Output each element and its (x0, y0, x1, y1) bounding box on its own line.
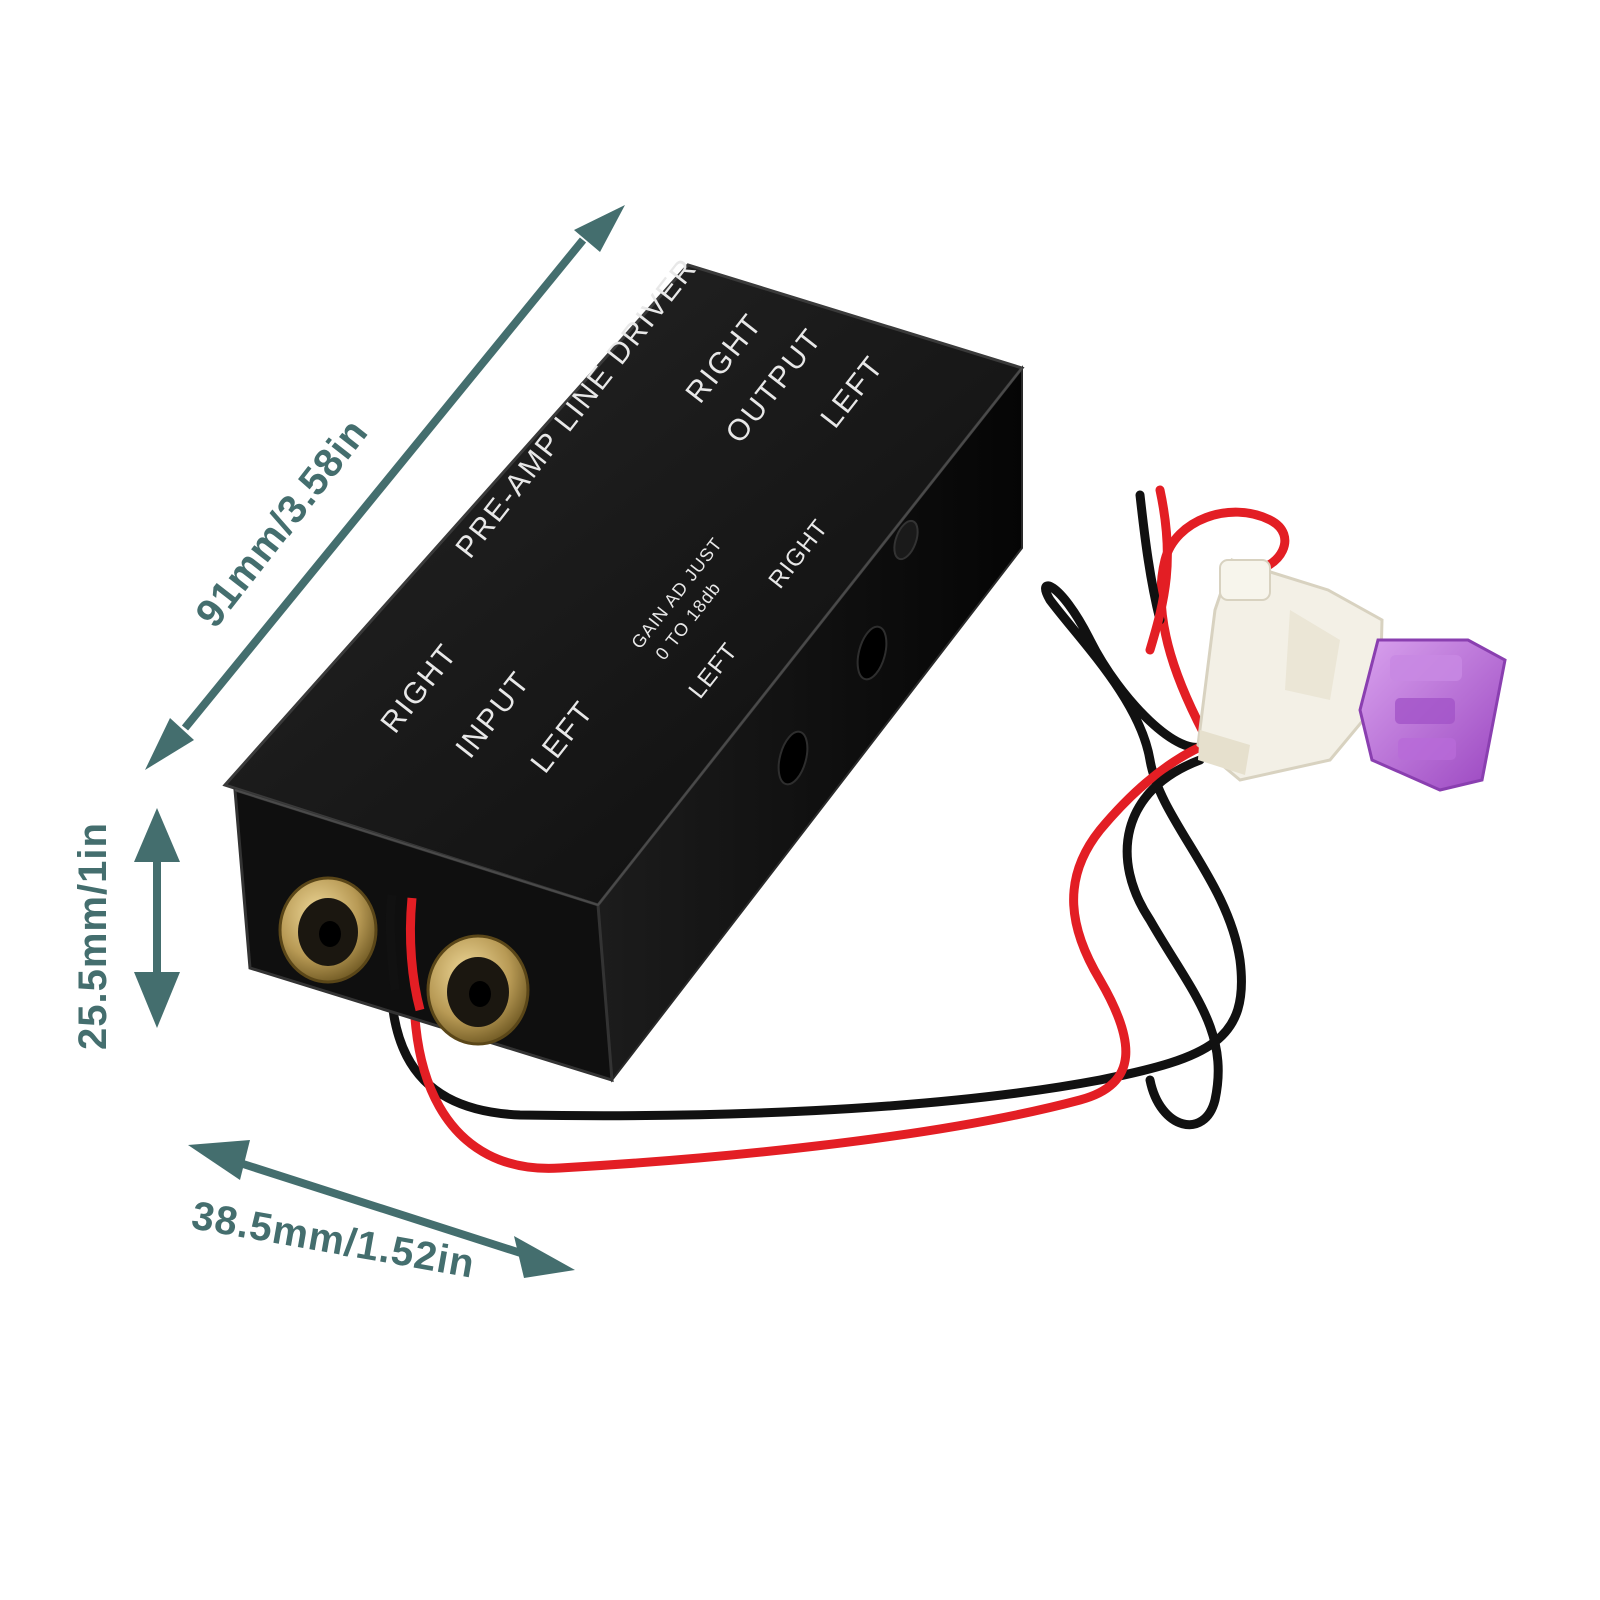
red-wire-tail (1145, 485, 1172, 655)
black-wire (386, 581, 1246, 1121)
fuse-holder (1196, 558, 1384, 782)
double-arrow-icon (145, 718, 194, 770)
rca-jack-icon[interactable] (426, 934, 530, 1046)
double-arrow-icon (134, 808, 180, 862)
double-arrow-icon (188, 1140, 250, 1180)
double-arrow-icon (134, 972, 180, 1028)
line-driver-box: PRE-AMP LINE DRIVER GAIN AD JUST 0 TO 18… (222, 252, 1025, 1083)
gain-right-hole[interactable] (852, 624, 891, 683)
double-arrow-icon (574, 205, 625, 252)
red-wire (409, 730, 1245, 1173)
width-dimension-label: 38.5mm/1.52in (188, 1194, 478, 1287)
height-dimension-arrow (134, 808, 180, 1028)
power-wires (386, 485, 1290, 1173)
double-arrow-icon (514, 1236, 575, 1278)
red-wire-loop (1156, 507, 1290, 750)
blade-fuse-icon (1358, 638, 1507, 792)
black-wire-loop (1122, 755, 1223, 1130)
height-dimension-label: 25.5mm/1in (71, 822, 115, 1050)
width-dimension-arrow (188, 1140, 575, 1278)
black-wire-tail (1135, 490, 1165, 625)
rca-jack-icon[interactable] (278, 876, 378, 984)
side-grommet (893, 519, 919, 561)
length-dimension-arrow (145, 205, 625, 770)
gain-left-hole[interactable] (773, 729, 812, 788)
